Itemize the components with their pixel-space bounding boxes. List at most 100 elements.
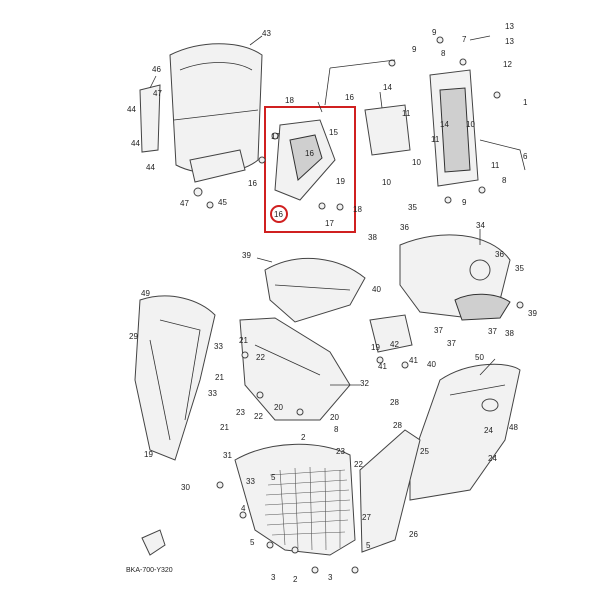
callout-number: 6 [523,152,528,161]
left-side-cowl [134,295,216,461]
callout-number: 33 [214,342,223,351]
callout-number: 44 [146,163,155,172]
meter-bracket [364,36,526,204]
callout-number: 35 [515,264,524,273]
callout-number: 12 [503,60,512,69]
callout-number: 21 [215,373,224,382]
callout-number: 37 [434,326,443,335]
callout-number: 37 [488,327,497,336]
callout-number: 33 [208,389,217,398]
lower-cowl [234,429,421,556]
callout-number: 11 [431,135,440,144]
callout-number: 19 [371,343,380,352]
callout-number: 39 [528,309,537,318]
highlight-circle [270,205,288,223]
headlight-housing [399,234,524,321]
callout-number: 13 [505,37,514,46]
callout-number: 28 [393,421,402,430]
callout-number: 25 [420,447,429,456]
callout-number: 41 [378,362,387,371]
callout-number: 8 [441,49,446,58]
callout-number: 26 [409,530,418,539]
callout-number: 24 [484,426,493,435]
callout-number: 20 [274,403,283,412]
callout-number: 2 [301,433,306,442]
callout-number: 5 [250,538,255,547]
callout-number: 9 [432,28,437,37]
callout-number: 2 [293,575,298,584]
callout-number: 10 [412,158,421,167]
callout-number: 44 [127,105,136,114]
grille [264,466,351,551]
callout-number: 37 [447,339,456,348]
callout-number: 23 [336,447,345,456]
callout-number: 15 [329,128,338,137]
callout-number: 22 [354,460,363,469]
callout-number: 8 [334,425,339,434]
callout-number: 10 [382,178,391,187]
callout-number: 24 [488,454,497,463]
leader-lines [149,35,496,386]
callout-number: 34 [476,221,485,230]
caption-part [141,529,166,556]
callout-number: 16 [248,179,257,188]
callout-number: 29 [129,332,138,341]
callout-number: 33 [246,477,255,486]
callout-number: 45 [218,198,227,207]
callout-number: 17 [271,132,280,141]
callout-number: 1 [523,98,528,107]
callout-number: 47 [153,89,162,98]
callout-number: 28 [390,398,399,407]
callout-number: 21 [239,336,248,345]
callout-number: 36 [400,223,409,232]
callout-number: 9 [462,198,467,207]
callout-number: 3 [271,573,276,582]
callout-number: 4 [241,504,246,513]
inner-panel [239,317,351,421]
callout-number: 32 [360,379,369,388]
callout-number: 21 [220,423,229,432]
fastener-stack [216,481,359,574]
callout-number: 5 [366,541,371,550]
callout-number: 27 [362,513,371,522]
callout-number: 22 [254,412,263,421]
callout-number: 42 [390,340,399,349]
windscreen [169,43,263,174]
diagram-caption: BKA-700-Y320 [126,567,173,574]
callout-number: 8 [502,176,507,185]
callout-number: 40 [427,360,436,369]
callout-number: 40 [372,285,381,294]
highlight-box [264,106,356,233]
callout-number: 16 [305,149,314,158]
callout-number: 49 [141,289,150,298]
callout-number: 23 [236,408,245,417]
callout-number: 39 [242,251,251,260]
callout-number: 14 [440,120,449,129]
callout-number: 50 [475,353,484,362]
callout-number: 13 [505,22,514,31]
right-side-panel [409,363,521,501]
callout-number: 48 [509,423,518,432]
callout-number: 17 [325,219,334,228]
callout-number: 41 [409,356,418,365]
callout-number: 19 [144,450,153,459]
callout-number: 22 [256,353,265,362]
callout-number: 31 [223,451,232,460]
callout-number: 44 [131,139,140,148]
center-visor [264,258,366,323]
highlight-label: 16 [274,210,283,219]
callout-number: 11 [491,161,500,170]
callout-number: 43 [262,29,271,38]
callout-number: 7 [462,35,467,44]
callout-number: 18 [285,96,294,105]
callout-number: 46 [152,65,161,74]
windscreen-bracket [139,84,246,209]
callout-number: 10 [466,120,475,129]
callout-number: 36 [495,250,504,259]
light-bracket [369,314,413,369]
callout-number: 47 [180,199,189,208]
callout-number: 35 [408,203,417,212]
callout-number: 20 [330,413,339,422]
